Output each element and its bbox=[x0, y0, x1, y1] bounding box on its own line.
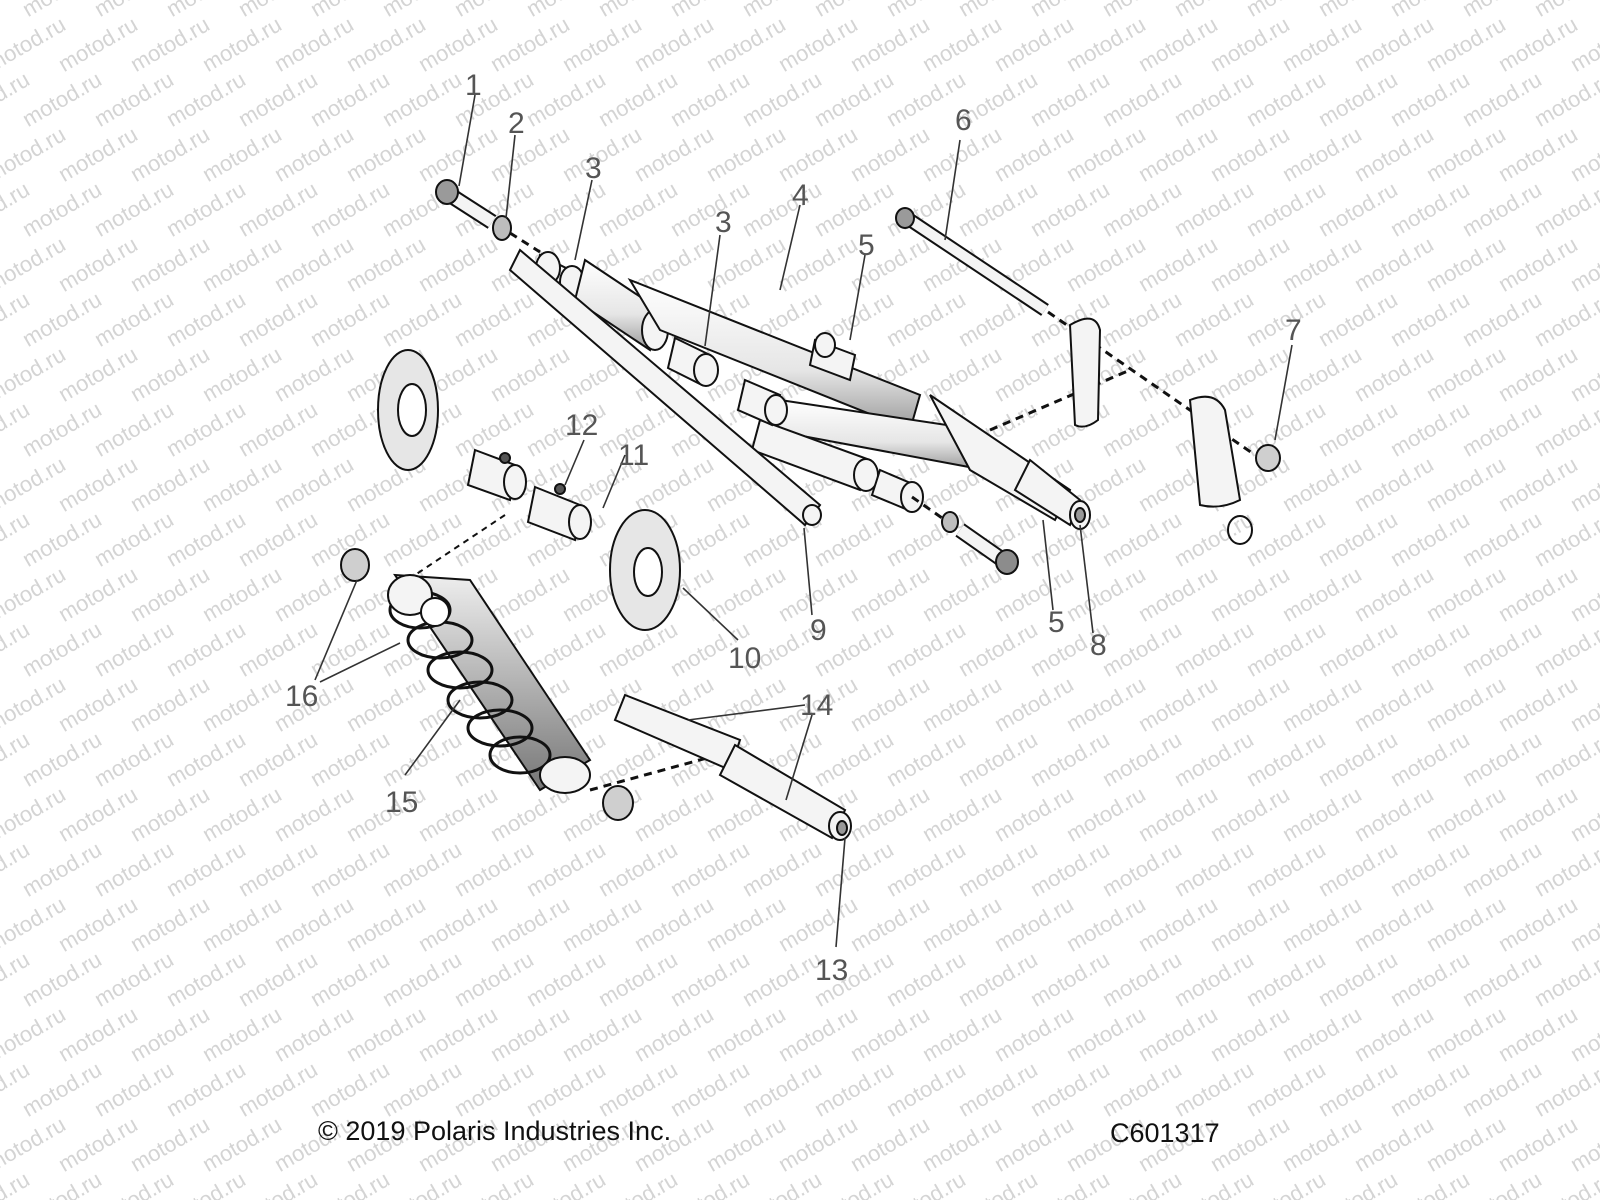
part-11-spacer bbox=[466, 448, 592, 542]
part-15-shock-absorber bbox=[387, 573, 592, 794]
part-5-bushing-upper bbox=[808, 332, 857, 382]
drawing-number: C601317 bbox=[1110, 1118, 1220, 1148]
callout-2: 2 bbox=[508, 107, 525, 140]
callout-8: 8 bbox=[1090, 629, 1107, 662]
callout-5a: 5 bbox=[858, 229, 875, 262]
part-2-washer bbox=[492, 215, 512, 241]
bracket-right bbox=[1188, 395, 1242, 508]
copyright-notice: © 2019 Polaris Industries Inc. bbox=[318, 1116, 672, 1146]
part-14-cross-tube bbox=[613, 693, 852, 841]
callout-4: 4 bbox=[792, 179, 809, 212]
callout-1: 1 bbox=[465, 69, 482, 102]
callout-7: 7 bbox=[1285, 314, 1302, 347]
callout-15: 15 bbox=[385, 786, 418, 819]
callout-5b: 5 bbox=[1048, 606, 1065, 639]
part-10-idler-wheel-lower bbox=[609, 509, 681, 631]
callout-16: 16 bbox=[285, 680, 318, 713]
part-3-bushing-lower bbox=[666, 336, 719, 387]
part-16-bushing bbox=[340, 548, 370, 582]
part-13-insert bbox=[836, 820, 848, 836]
callout-6: 6 bbox=[955, 104, 972, 137]
part-12-set-screw bbox=[554, 483, 566, 495]
callout-3b: 3 bbox=[715, 206, 732, 239]
callout-9: 9 bbox=[810, 614, 827, 647]
callout-13: 13 bbox=[815, 954, 848, 987]
bracket-left bbox=[1068, 317, 1102, 428]
part-1-bolt bbox=[435, 179, 497, 229]
part-4-a-arm bbox=[573, 258, 1091, 530]
part-6-through-bolt bbox=[895, 207, 1049, 316]
part-7-nut bbox=[1255, 444, 1281, 472]
callout-3a: 3 bbox=[585, 152, 602, 185]
callout-10: 10 bbox=[728, 642, 761, 675]
callout-11: 11 bbox=[618, 439, 649, 472]
callout-14: 14 bbox=[800, 689, 833, 722]
part-9-rod bbox=[508, 248, 822, 527]
callout-12: 12 bbox=[565, 409, 598, 442]
part-10-idler-wheel-upper bbox=[377, 349, 439, 471]
